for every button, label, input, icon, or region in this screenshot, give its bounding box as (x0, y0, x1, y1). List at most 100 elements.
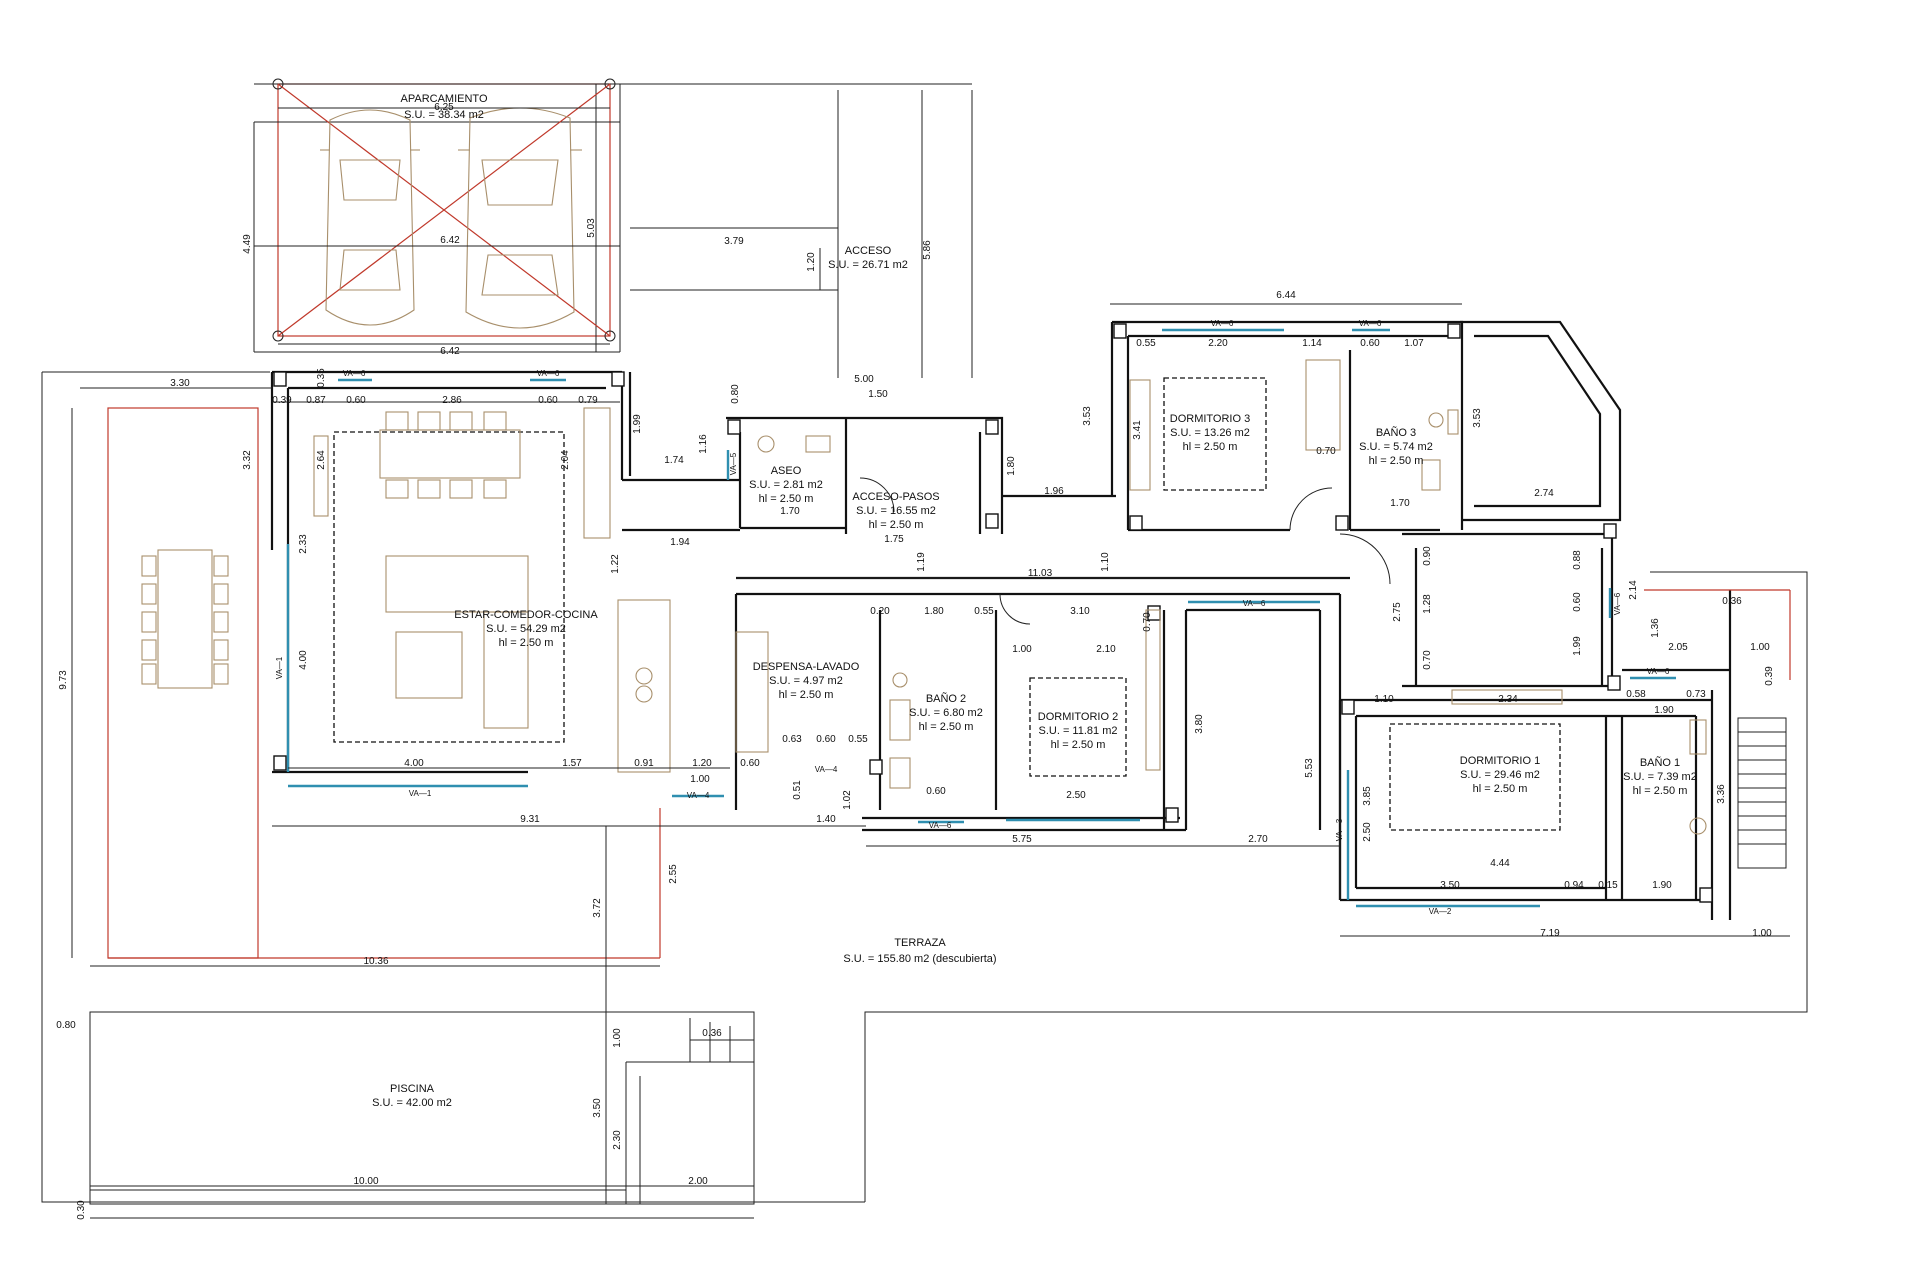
dim-1-80b: 1.80 (924, 606, 944, 617)
dim-0-58: 0.58 (1626, 689, 1646, 700)
dim-2-55: 2.55 (668, 864, 679, 884)
label-despensa: DESPENSA-LAVADO (753, 661, 860, 673)
dim-1-74: 1.74 (664, 455, 684, 466)
label-bano2-area: S.U. = 6.80 m2 (909, 707, 983, 719)
dim-7-19: 7.19 (1540, 928, 1560, 939)
win-va4b: VA—4 (815, 765, 838, 774)
dim-0-60g: 0.60 (926, 786, 946, 797)
win-va1v: VA—1 (275, 656, 284, 679)
dim-2-74: 2.74 (1534, 488, 1554, 499)
dim-1-14: 1.14 (1302, 338, 1322, 349)
dim-2-75: 2.75 (1392, 602, 1403, 622)
dim-4-44: 4.44 (1490, 858, 1510, 869)
dim-1-99b: 1.99 (1572, 636, 1583, 656)
dim-9-31: 9.31 (520, 814, 540, 825)
dim-2-30: 2.30 (612, 1130, 623, 1150)
dim-9-73: 9.73 (58, 670, 69, 690)
dim-0-15: 0.15 (1598, 880, 1618, 891)
label-estar-area: S.U. = 54.29 m2 (486, 623, 566, 635)
label-bano3-area: S.U. = 5.74 m2 (1359, 441, 1433, 453)
dim-2-10: 2.10 (1096, 644, 1116, 655)
label-aseo-area: S.U. = 2.81 m2 (749, 479, 823, 491)
dim-1-00b: 1.00 (1750, 642, 1770, 653)
window-labels: VA—6 VA—6 VA—6 VA—6 VA—6 VA—6 VA—6 VA—6 … (275, 319, 1670, 916)
dim-0-60f: 0.60 (816, 734, 836, 745)
dim-1-94: 1.94 (670, 537, 690, 548)
label-dormitorio2: DORMITORIO 2 (1038, 711, 1118, 723)
win-va6b: VA—6 (537, 369, 560, 378)
label-bano2-height: hl = 2.50 m (919, 721, 974, 733)
label-piscina: PISCINA (390, 1083, 435, 1095)
dim-1-40: 1.40 (816, 814, 836, 825)
dim-2-04: 2.04 (560, 450, 571, 470)
dim-6-42-top: 6.42 (440, 235, 460, 246)
dim-0-70b: 0.70 (1142, 612, 1153, 632)
dim-1-16: 1.16 (698, 434, 709, 454)
parking-area (253, 78, 972, 353)
label-dormitorio2-height: hl = 2.50 m (1051, 739, 1106, 751)
dim-3-50b: 3.50 (592, 1098, 603, 1118)
pool (89, 1011, 755, 1219)
dim-0-94: 0.94 (1564, 880, 1584, 891)
dim-3-50: 3.50 (1440, 880, 1460, 891)
dim-1-96: 1.96 (1044, 486, 1064, 497)
dim-1-75: 1.75 (884, 534, 904, 545)
win-va4: VA—4 (687, 791, 710, 800)
label-bano3-height: hl = 2.50 m (1369, 455, 1424, 467)
dim-3-53a: 3.53 (1082, 406, 1093, 426)
dim-1-00c: 1.00 (690, 774, 710, 785)
dim-3-30: 3.30 (170, 378, 190, 389)
label-dormitorio3: DORMITORIO 3 (1170, 413, 1250, 425)
dim-3-79: 3.79 (724, 236, 744, 247)
dim-5-75: 5.75 (1012, 834, 1032, 845)
label-acceso-pasos-area: S.U. = 16.55 m2 (856, 505, 936, 517)
dim-2-33: 2.33 (298, 534, 309, 554)
dim-1-00a: 1.00 (1012, 644, 1032, 655)
dimension-labels: 6.25 6.42 6.42 4.49 5.03 3.79 1.20 5.86 … (56, 102, 1775, 1220)
label-dormitorio1-height: hl = 2.50 m (1473, 783, 1528, 795)
dim-1-90b: 1.90 (1652, 880, 1672, 891)
dim-2-50b: 2.50 (1362, 822, 1373, 842)
dim-1-07: 1.07 (1404, 338, 1424, 349)
car-left-icon (320, 109, 420, 326)
dashed-zones (333, 377, 1561, 831)
dim-10-36: 10.36 (363, 956, 388, 967)
dim-2-05: 2.05 (1668, 642, 1688, 653)
dim-3-36: 3.36 (1716, 784, 1727, 804)
label-dormitorio2-area: S.U. = 11.81 m2 (1039, 725, 1118, 737)
dim-2-50a: 2.50 (1066, 790, 1086, 801)
dim-0-55b: 0.55 (974, 606, 994, 617)
dim-1-00d: 1.00 (1752, 928, 1772, 939)
dim-6-25: 6.25 (434, 102, 454, 113)
dim-10-00: 10.00 (353, 1176, 378, 1187)
win-va2: VA—2 (1429, 907, 1452, 916)
dim-0-39: 0.39 (272, 395, 292, 406)
win-va6a: VA—6 (343, 369, 366, 378)
dim-1-02: 1.02 (842, 790, 853, 810)
dim-1-10a: 1.10 (1100, 552, 1111, 572)
dim-3-85: 3.85 (1362, 786, 1373, 806)
dim-1-50: 1.50 (868, 389, 888, 400)
doors (859, 477, 1391, 625)
dim-2-34: 2.34 (1498, 694, 1518, 705)
windows (286, 328, 1676, 908)
dim-1-57: 1.57 (562, 758, 582, 769)
label-aparcamiento-area: S.U. = 38.34 m2 (404, 109, 484, 121)
win-va5: VA—5 (729, 452, 738, 475)
label-dormitorio3-area: S.U. = 13.26 m2 (1170, 427, 1250, 439)
dim-0-91: 0.91 (634, 758, 654, 769)
win-va3: VA—3 (1335, 818, 1344, 841)
dim-0-79: 0.79 (578, 395, 598, 406)
dim-0-39b: 0.39 (1764, 666, 1775, 686)
dim-1-00e: 1.00 (612, 1028, 623, 1048)
dim-0-60a: 0.60 (346, 395, 366, 406)
dim-1-20b: 1.20 (692, 758, 712, 769)
label-aseo-height: hl = 2.50 m (759, 493, 814, 505)
dim-3-53b: 3.53 (1472, 408, 1483, 428)
label-despensa-area: S.U. = 4.97 m2 (769, 675, 843, 687)
dim-3-32: 3.32 (242, 450, 253, 470)
label-dormitorio3-height: hl = 2.50 m (1183, 441, 1238, 453)
dim-4-00v: 4.00 (298, 650, 309, 670)
room-labels: APARCAMIENTO S.U. = 38.34 m2 ACCESO S.U.… (372, 93, 1697, 1109)
